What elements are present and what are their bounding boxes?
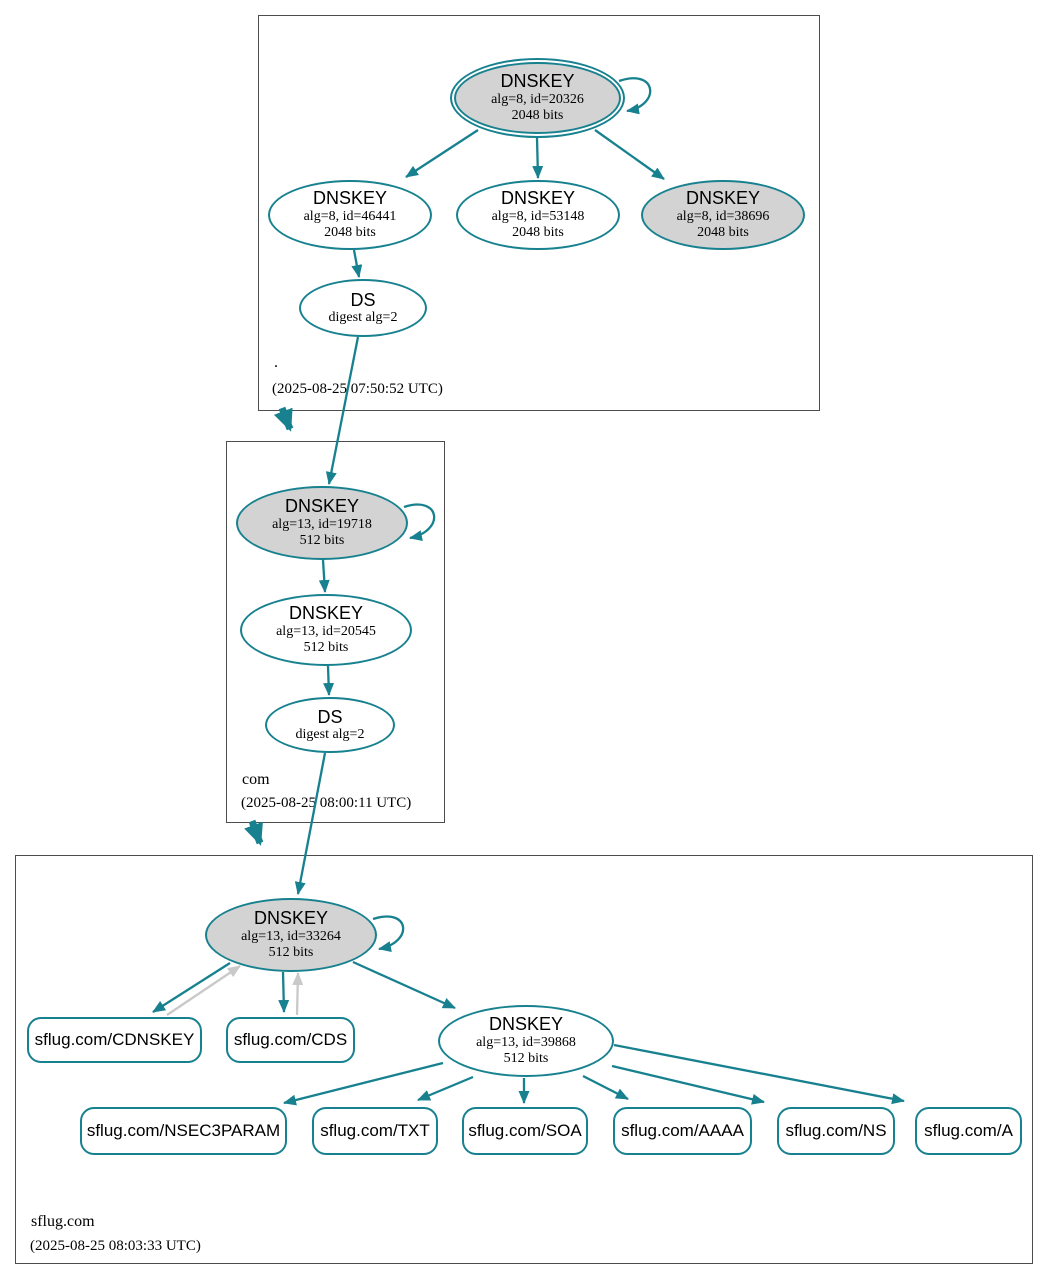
root-ksk-title: DNSKEY — [500, 71, 575, 92]
rrset-nsec3param-label: sflug.com/NSEC3PARAM — [86, 1121, 281, 1140]
rrset-cds-label: sflug.com/CDS — [233, 1030, 348, 1049]
sflug-ksk-alg: alg=13, id=33264 — [241, 929, 341, 945]
com-key20545-node: DNSKEY alg=13, id=20545 512 bits — [240, 594, 412, 666]
rrset-cds: sflug.com/CDS — [226, 1017, 355, 1063]
rrset-ns: sflug.com/NS — [777, 1107, 895, 1155]
root-key46441-bits: 2048 bits — [324, 225, 376, 241]
root-key38696-title: DNSKEY — [685, 188, 761, 209]
root-ksk-alg: alg=8, id=20326 — [491, 92, 584, 108]
root-key38696-bits: 2048 bits — [697, 225, 749, 241]
root-key53148-bits: 2048 bits — [512, 225, 564, 241]
zone-label-com: com — [242, 771, 270, 788]
com-ksk-bits: 512 bits — [299, 533, 345, 549]
com-ksk-dnskey-node: DNSKEY alg=13, id=19718 512 bits — [236, 486, 408, 560]
rrset-a-label: sflug.com/A — [924, 1121, 1013, 1140]
rrset-txt: sflug.com/TXT — [312, 1107, 438, 1155]
root-key38696-node: DNSKEY alg=8, id=38696 2048 bits — [641, 180, 805, 250]
com-ds-digest: digest alg=2 — [295, 727, 365, 743]
com-ds-title: DS — [317, 706, 343, 727]
zone-timestamp-com: (2025-08-25 08:00:11 UTC) — [241, 795, 412, 811]
rrset-nsec3param: sflug.com/NSEC3PARAM — [80, 1107, 287, 1155]
rrset-aaaa-label: sflug.com/AAAA — [621, 1121, 744, 1140]
rrset-ns-label: sflug.com/NS — [785, 1121, 887, 1140]
edge-delegation-com-to-sflug — [244, 819, 264, 846]
zone-box-root — [258, 15, 820, 411]
root-key46441-node: DNSKEY alg=8, id=46441 2048 bits — [268, 180, 432, 250]
rrset-a: sflug.com/A — [915, 1107, 1022, 1155]
rrset-cdnskey: sflug.com/CDNSKEY — [27, 1017, 202, 1063]
root-ds-digest: digest alg=2 — [328, 310, 398, 326]
sflug-ksk-title: DNSKEY — [253, 908, 329, 929]
rrset-soa: sflug.com/SOA — [462, 1107, 588, 1155]
edge-delegation-root-to-com — [273, 406, 294, 432]
sflug-key39868-node: DNSKEY alg=13, id=39868 512 bits — [438, 1005, 614, 1077]
sflug-key39868-bits: 512 bits — [503, 1051, 549, 1067]
sflug-ksk-bits: 512 bits — [268, 945, 314, 961]
zone-label-sflug: sflug.com — [31, 1213, 95, 1230]
root-key46441-title: DNSKEY — [312, 188, 388, 209]
zone-timestamp-root: (2025-08-25 07:50:52 UTC) — [272, 381, 443, 397]
root-key53148-node: DNSKEY alg=8, id=53148 2048 bits — [456, 180, 620, 250]
rrset-txt-label: sflug.com/TXT — [320, 1121, 430, 1140]
zone-timestamp-sflug: (2025-08-25 08:03:33 UTC) — [30, 1238, 201, 1254]
com-ds-node: DS digest alg=2 — [265, 697, 395, 753]
com-key20545-bits: 512 bits — [303, 640, 349, 656]
com-ksk-title: DNSKEY — [284, 496, 360, 517]
rrset-soa-label: sflug.com/SOA — [468, 1121, 582, 1140]
sflug-key39868-alg: alg=13, id=39868 — [476, 1035, 576, 1051]
sflug-ksk-dnskey-node: DNSKEY alg=13, id=33264 512 bits — [205, 898, 377, 972]
root-ksk-bits: 2048 bits — [511, 108, 564, 124]
root-key53148-title: DNSKEY — [500, 188, 576, 209]
root-key46441-alg: alg=8, id=46441 — [303, 209, 397, 225]
sflug-key39868-title: DNSKEY — [488, 1014, 564, 1035]
root-ksk-dnskey-node: DNSKEY alg=8, id=20326 2048 bits — [450, 58, 625, 138]
com-key20545-alg: alg=13, id=20545 — [276, 624, 376, 640]
rrset-cdnskey-label: sflug.com/CDNSKEY — [34, 1030, 195, 1049]
com-ksk-alg: alg=13, id=19718 — [272, 517, 372, 533]
zone-box-sflug — [15, 855, 1033, 1264]
root-ds-node: DS digest alg=2 — [299, 279, 427, 337]
zone-label-root: . — [274, 354, 278, 371]
rrset-aaaa: sflug.com/AAAA — [613, 1107, 752, 1155]
com-key20545-title: DNSKEY — [288, 603, 364, 624]
root-key53148-alg: alg=8, id=53148 — [491, 209, 585, 225]
root-key38696-alg: alg=8, id=38696 — [676, 209, 770, 225]
root-ds-title: DS — [350, 289, 376, 310]
